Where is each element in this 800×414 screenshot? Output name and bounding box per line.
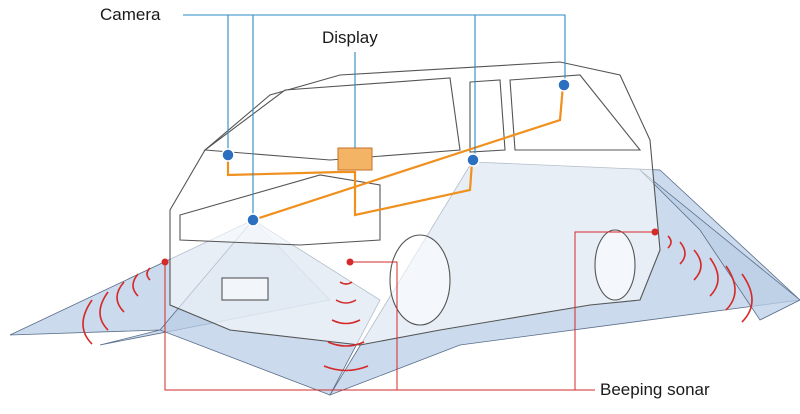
rear-coverage bbox=[639, 169, 800, 321]
camera-callout-lines bbox=[183, 14, 566, 220]
camera-icon bbox=[557, 78, 571, 92]
beeping-sonar-label: Beeping sonar bbox=[600, 380, 710, 399]
sonar-sensors bbox=[161, 228, 659, 266]
van-outline bbox=[169, 61, 661, 346]
camera-markers bbox=[221, 78, 571, 227]
display-unit bbox=[337, 147, 373, 171]
wiring bbox=[226, 84, 565, 222]
display-label: Display bbox=[322, 28, 378, 47]
sonar-waves bbox=[82, 235, 753, 372]
sonar-sensor-icon bbox=[651, 228, 659, 236]
sonar-sensor-icon bbox=[346, 258, 354, 266]
camera-label: Camera bbox=[100, 5, 161, 24]
sonar-sensor-icon bbox=[161, 258, 169, 266]
camera-icon bbox=[246, 213, 260, 227]
camera-icon bbox=[466, 153, 480, 167]
sonar-callout-lines bbox=[164, 231, 655, 391]
camera-icon bbox=[221, 148, 235, 162]
